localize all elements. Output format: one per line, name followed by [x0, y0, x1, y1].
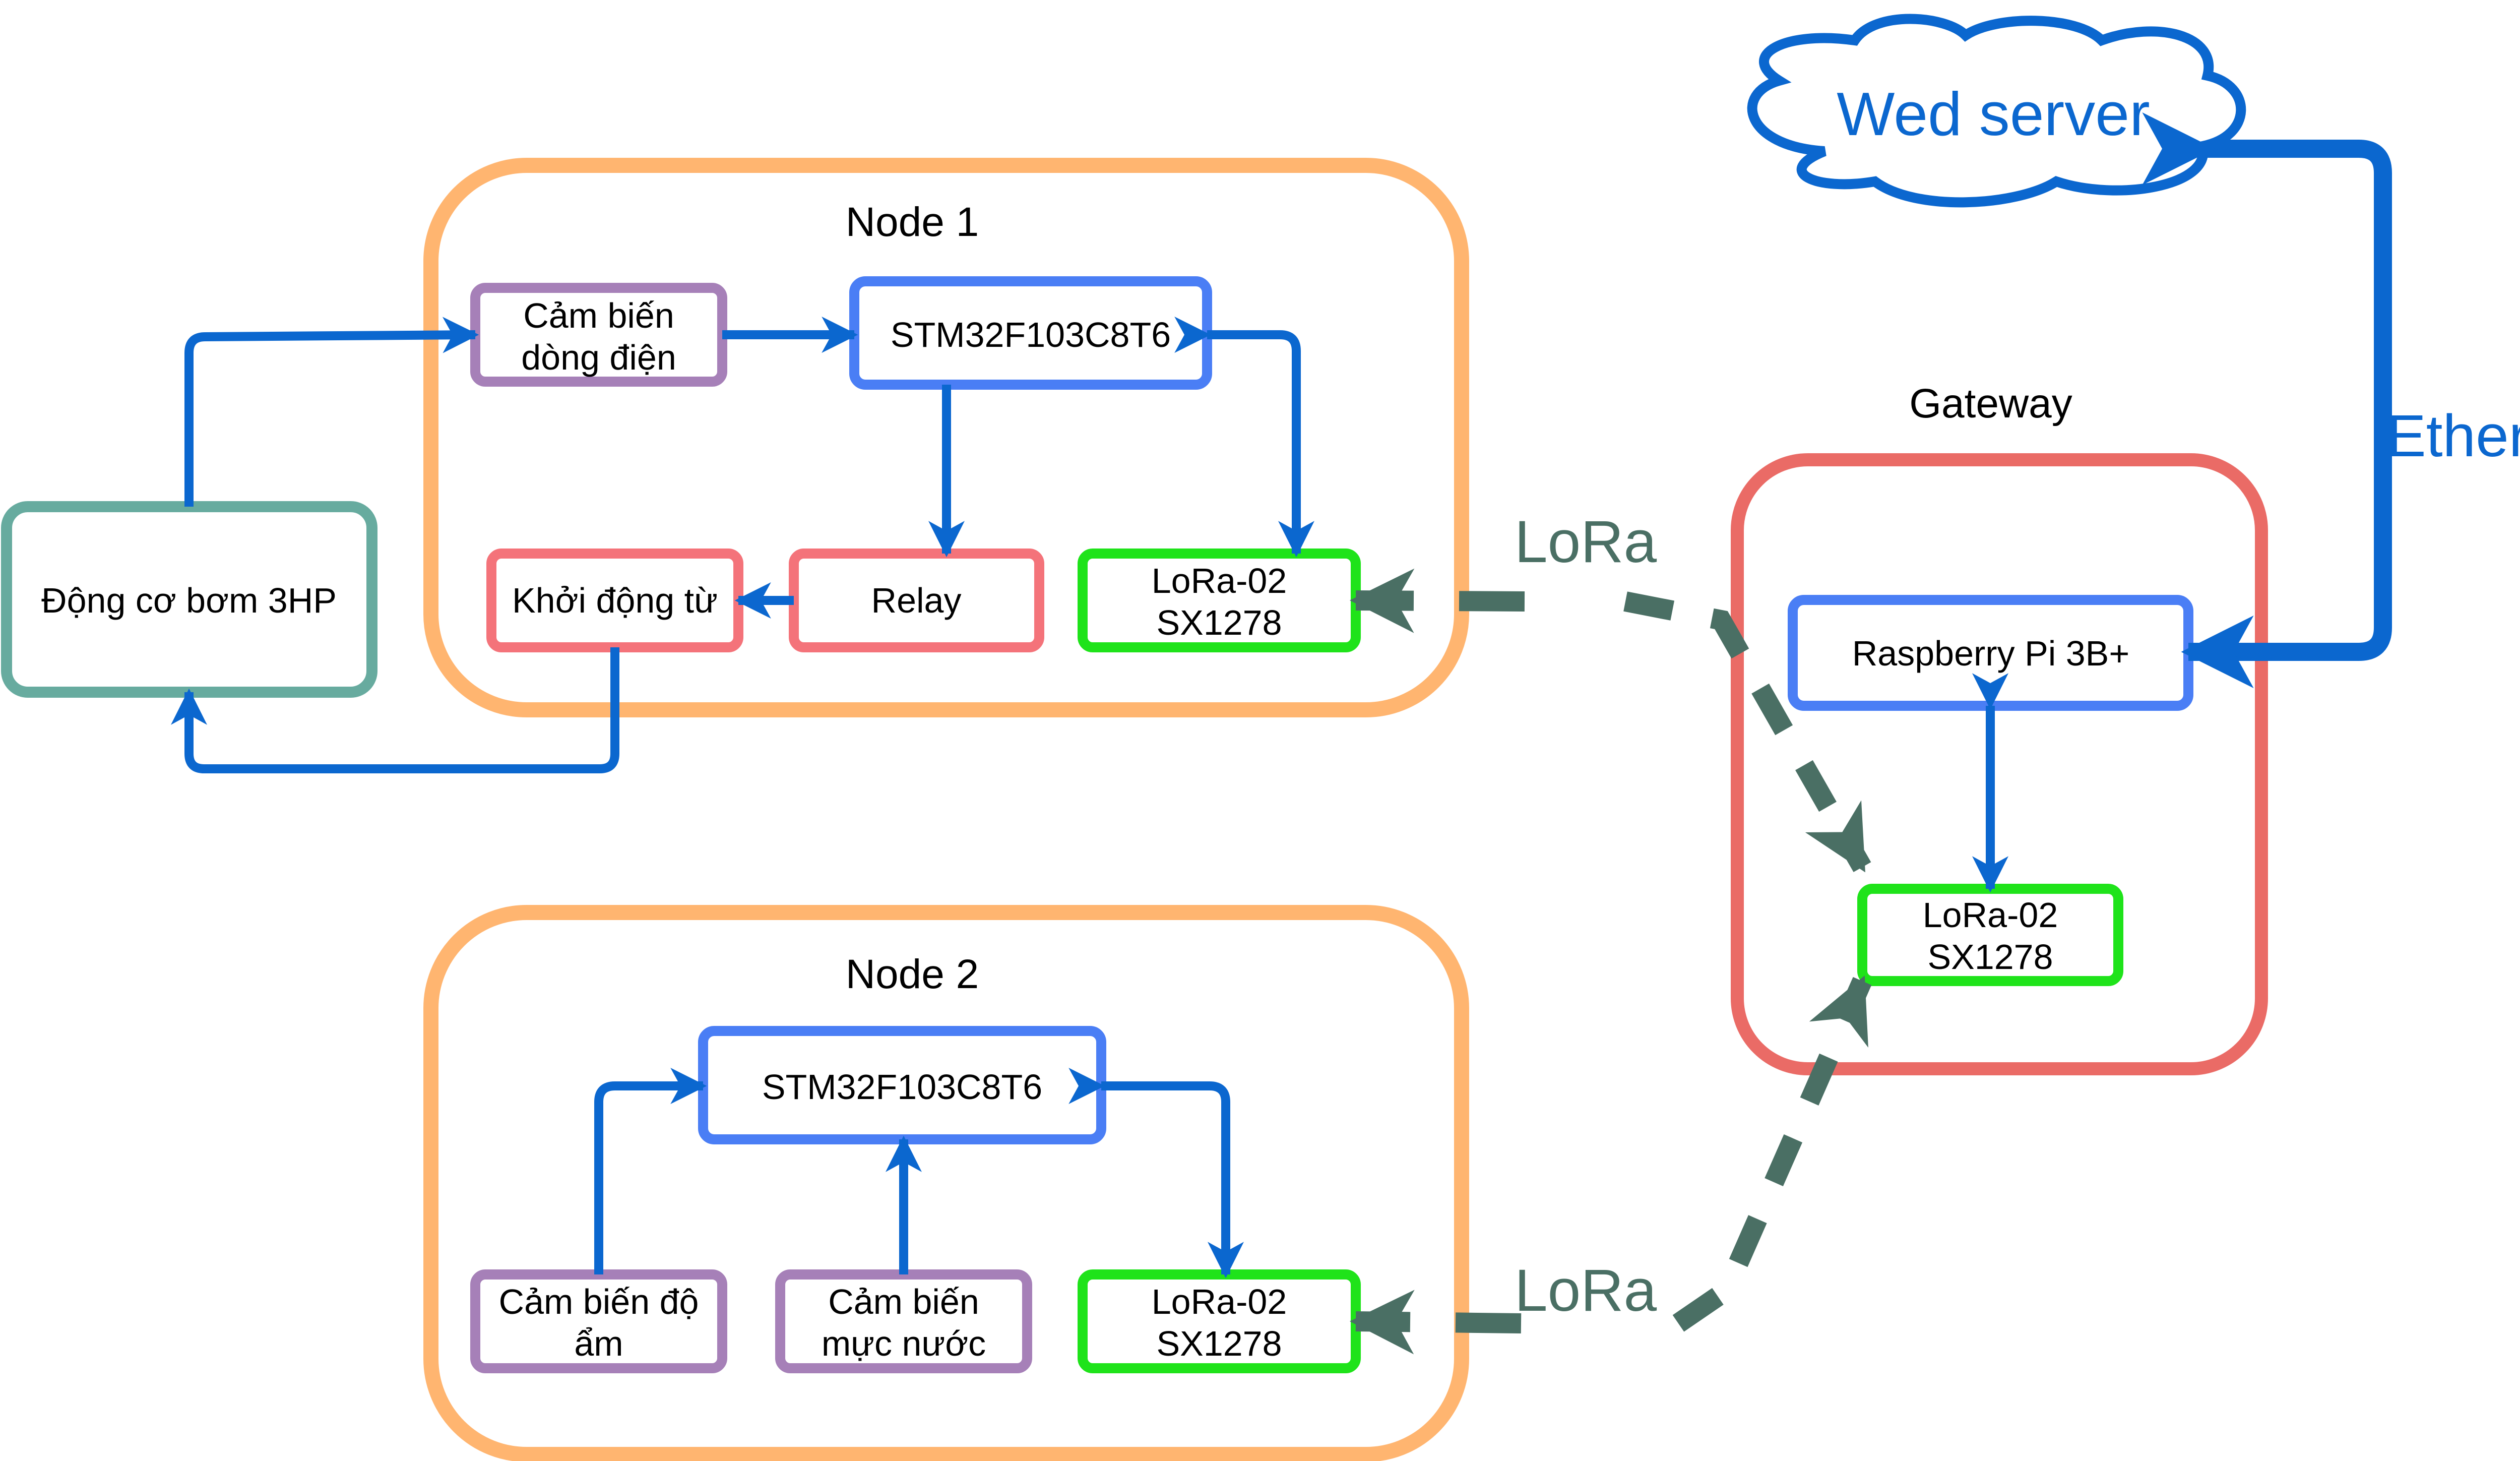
- ethernet-label: Ethernet: [2386, 403, 2520, 469]
- arrow-mcu-lora-node-2: [1068, 1068, 1244, 1279]
- lora-label-node-2: LoRa: [1515, 1257, 1657, 1324]
- node-1-group: Node 1 Cảm biến dòng điện STM32F103C8T6 …: [423, 158, 1469, 717]
- node-1-lora-label-line2: SX1278: [1156, 603, 1282, 642]
- gateway-group: Gateway Raspberry Pi 3B+ LoRa-02 SX1278: [1731, 381, 2268, 1075]
- lora-label-node-1: LoRa: [1515, 509, 1657, 575]
- water-level-sensor-label: Cảm biến: [828, 1282, 979, 1321]
- node-1-lora-label: LoRa-02: [1152, 561, 1287, 600]
- current-sensor-label: Cảm biến: [523, 296, 674, 335]
- lora-link-gateway-to-node-2: [1350, 1290, 1522, 1355]
- relay-label: Relay: [871, 581, 962, 620]
- node-2-group: Node 2 STM32F103C8T6 Cảm biến độ ẩm Cảm …: [423, 905, 1469, 1461]
- arrow-ethernet-link: [2142, 112, 2392, 688]
- node-1-container: [423, 158, 1469, 717]
- gateway-lora-label-line2: SX1278: [1927, 937, 2053, 977]
- node-2-mcu-label: STM32F103C8T6: [762, 1067, 1042, 1107]
- gateway-title: Gateway: [1909, 381, 2072, 427]
- pump-motor-label: Động cơ bơm 3HP: [41, 581, 337, 620]
- water-level-sensor-label-line2: mực nước: [822, 1324, 986, 1363]
- lora-link-gateway-to-node-1: [1350, 568, 1525, 633]
- gateway-lora-label: LoRa-02: [1923, 895, 2058, 935]
- gateway-container: [1731, 453, 2268, 1075]
- raspberry-pi-label: Raspberry Pi 3B+: [1852, 634, 2130, 673]
- web-server-cloud: Wed server: [1747, 14, 2246, 208]
- lora-link-node-1-to-gateway: [1623, 591, 1871, 873]
- node-2-title: Node 2: [846, 951, 979, 997]
- magnetic-starter-label: Khởi động từ: [512, 581, 718, 620]
- node-1-title: Node 1: [846, 199, 979, 245]
- cloud-icon: [1747, 14, 2246, 208]
- arrow-starter-to-pump: [171, 647, 619, 773]
- node-2-lora-label-line2: SX1278: [1156, 1324, 1282, 1363]
- current-sensor-label-line2: dòng điện: [521, 338, 676, 377]
- humidity-sensor-label-line2: ẩm: [574, 1324, 623, 1363]
- node-1-mcu-label: STM32F103C8T6: [891, 315, 1171, 354]
- web-server-label: Wed server: [1837, 80, 2150, 148]
- node-2-container: [423, 905, 1469, 1461]
- humidity-sensor-label: Cảm biến độ: [499, 1282, 699, 1321]
- arrow-pump-to-current-sensor: [184, 317, 479, 507]
- lora-link-node-2-to-gateway: [1672, 976, 1872, 1332]
- node-2-lora-label: LoRa-02: [1152, 1282, 1287, 1321]
- arrow-mcu-lora-node-1: [1174, 317, 1314, 558]
- arrow-humidity-to-mcu: [594, 1068, 707, 1274]
